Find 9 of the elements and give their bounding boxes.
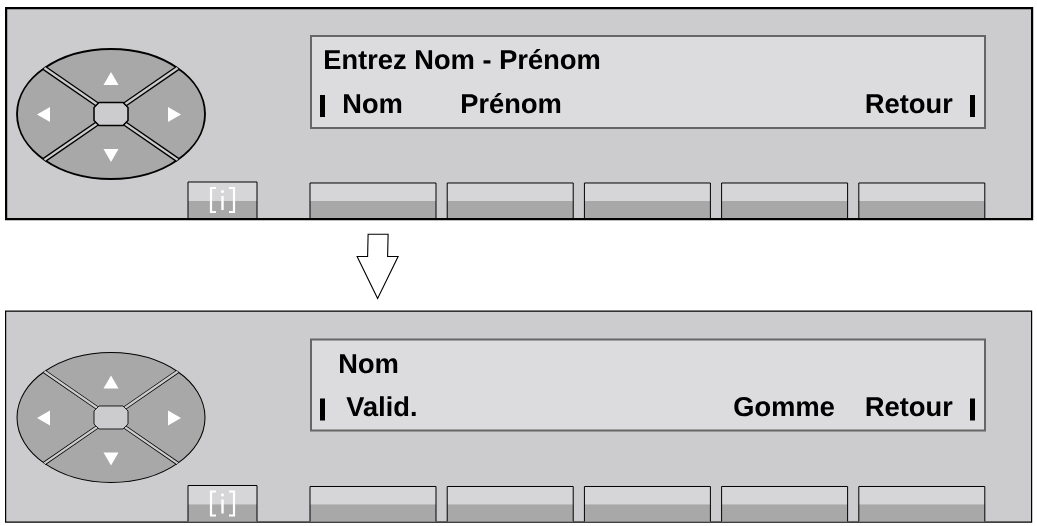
block-arrow xyxy=(356,233,399,300)
display-prompt: Nom xyxy=(340,354,398,374)
softkey-label: Valid. xyxy=(346,396,416,417)
softkey-label: Nom xyxy=(344,94,402,114)
softkey-label: Retour xyxy=(866,397,953,417)
softkey-label: Retour xyxy=(866,94,953,114)
display-prompt: Entrez Nom - Prénom xyxy=(325,49,600,70)
softkey-label: Prénom xyxy=(462,93,561,114)
softkey-label: Gomme xyxy=(734,396,834,417)
